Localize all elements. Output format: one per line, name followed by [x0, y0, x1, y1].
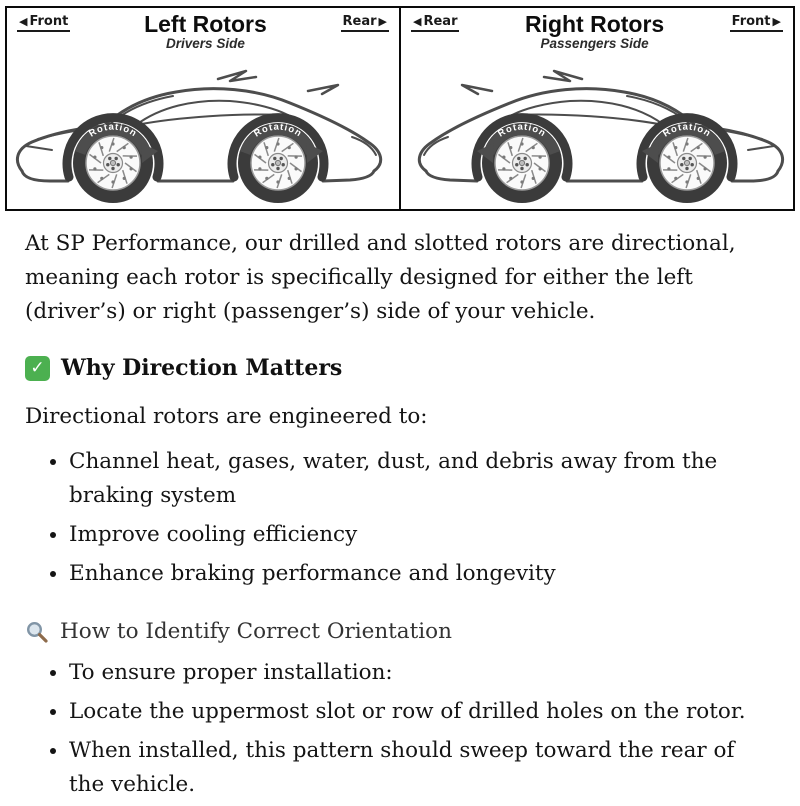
list-item: Channel heat, gases, water, dust, and de…: [69, 445, 772, 513]
rotor-direction-diagram: ◀ Front Left Rotors Drivers Side Rear ▶ …: [5, 6, 795, 212]
front-label-text: Front: [731, 14, 771, 29]
rotation-arrowhead: [306, 143, 323, 164]
left-car-illustration: Rotation Rotation: [7, 51, 399, 204]
left-panel-header: ◀ Front Left Rotors Drivers Side Rear ▶: [7, 8, 399, 51]
rear-direction-label: Rear ▶: [340, 14, 389, 32]
list-item: Locate the uppermost slot or row of dril…: [69, 695, 772, 729]
lead-text: Directional rotors are engineered to:: [25, 404, 428, 430]
rear-label-text: Rear: [423, 14, 458, 29]
svg-text:Rotation: Rotation: [661, 122, 713, 140]
article: At SP Performance, our drilled and slott…: [0, 211, 800, 802]
right-panel-title: Right Rotors: [524, 11, 665, 37]
svg-text:Rotation: Rotation: [496, 122, 548, 140]
right-car-illustration: Rotation Rotation: [401, 51, 793, 204]
right-rotors-panel: ◀ Rear Right Rotors Passengers Side Fron…: [401, 8, 793, 209]
identify-orientation-heading: How to Identify Correct Orientation: [25, 619, 772, 644]
rotation-label: Rotation: [252, 122, 303, 140]
arrow-right-icon: ▶: [772, 15, 781, 28]
rotation-label: Rotation: [661, 122, 712, 140]
right-panel-title-block: Right Rotors Passengers Side: [525, 12, 664, 51]
svg-text:Rotation: Rotation: [87, 122, 139, 140]
intro-paragraph: At SP Performance, our drilled and slott…: [25, 231, 736, 325]
magnifier-icon: [26, 621, 48, 643]
rear-direction-label: ◀ Rear: [411, 14, 460, 32]
arrow-right-icon: ▶: [378, 15, 387, 28]
identify-orientation-title: How to Identify Correct Orientation: [60, 619, 452, 645]
list-item: Improve cooling efficiency: [69, 518, 772, 552]
why-direction-list: Channel heat, gases, water, dust, and de…: [25, 445, 772, 591]
left-panel-title: Left Rotors: [144, 11, 267, 37]
rotation-arrowhead: [141, 143, 158, 164]
rotation-label: Rotation: [87, 122, 138, 140]
left-panel-subtitle: Drivers Side: [166, 36, 245, 52]
rotation-label: Rotation: [496, 122, 547, 140]
front-direction-label: ◀ Front: [17, 14, 71, 32]
left-panel-title-block: Left Rotors Drivers Side: [144, 12, 267, 51]
svg-text:Rotation: Rotation: [252, 122, 304, 140]
list-item: To ensure proper installation:: [69, 656, 772, 690]
right-panel-subtitle: Passengers Side: [540, 36, 649, 52]
rotation-arrowhead: [642, 143, 659, 164]
right-panel-header: ◀ Rear Right Rotors Passengers Side Fron…: [401, 8, 793, 51]
why-direction-heading: ✓ Why Direction Matters: [25, 355, 772, 381]
arrow-left-icon: ◀: [413, 15, 422, 28]
why-direction-title: Why Direction Matters: [61, 355, 343, 382]
identify-orientation-list: To ensure proper installation: Locate th…: [25, 656, 772, 802]
rotation-arrowhead: [477, 143, 494, 164]
list-item: Enhance braking performance and longevit…: [69, 557, 772, 591]
arrow-left-icon: ◀: [19, 15, 28, 28]
front-direction-label: Front ▶: [729, 14, 783, 32]
left-rotors-panel: ◀ Front Left Rotors Drivers Side Rear ▶ …: [7, 8, 401, 210]
check-icon: ✓: [25, 355, 50, 381]
list-item: When installed, this pattern should swee…: [69, 734, 772, 802]
front-label-text: Front: [29, 14, 69, 29]
rear-label-text: Rear: [342, 14, 377, 29]
